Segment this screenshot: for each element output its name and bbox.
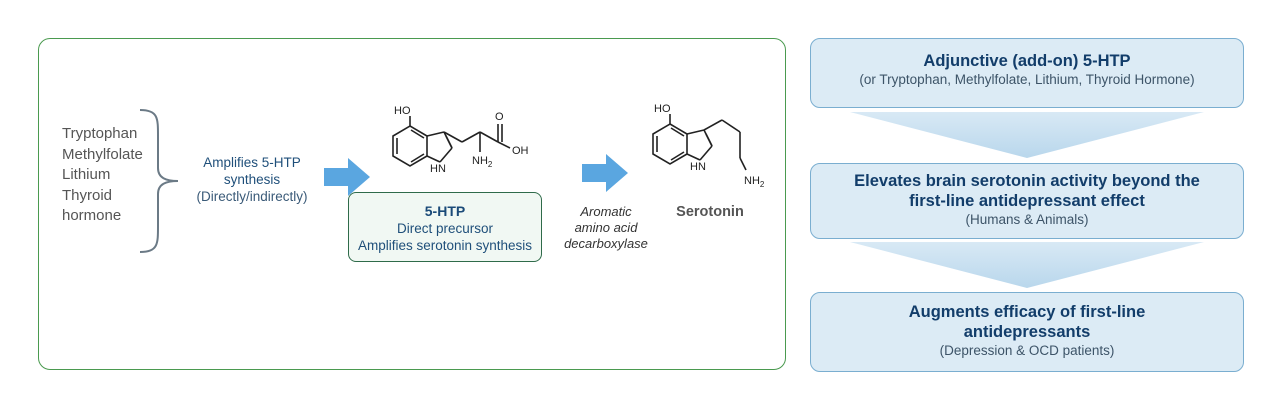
amplifies-line2: synthesis [223, 172, 281, 187]
ho-label: HO [654, 103, 671, 115]
precursor-list: Tryptophan Methylfolate Lithium Thyroid … [62, 124, 143, 227]
enzyme-label: Aromatic amino acid decarboxylase [560, 204, 652, 252]
5-htp-name: 5-HTP [424, 203, 466, 219]
oh-label: OH [512, 145, 529, 157]
nh2-label: NH2 [472, 155, 493, 169]
amplifies-text: Amplifies 5-HTP synthesis (Directly/indi… [176, 154, 328, 205]
step-box-elevates: Elevates brain serotonin activity beyond… [810, 163, 1244, 239]
5-htp-structure: HO HN O OH NH2 [392, 105, 529, 175]
precursor-item: Tryptophan [62, 125, 138, 142]
step-heading: Adjunctive (add-on) 5-HTP [923, 52, 1131, 70]
o-label: O [495, 111, 504, 123]
nh2-label: NH2 [744, 175, 765, 189]
nh-label: HN [430, 163, 446, 175]
5-htp-line1: Direct precursor [396, 221, 494, 236]
step-heading-line2: first-line antidepressant effect [909, 192, 1145, 210]
enzyme-line: amino acid [574, 220, 638, 235]
serotonin-structure: HO HN NH2 [652, 103, 765, 189]
curly-brace-icon [139, 109, 179, 253]
precursor-item: Thyroid [62, 186, 113, 204]
nh-label: HN [690, 161, 706, 173]
step-subtext: (Humans & Animals) [965, 212, 1089, 227]
right-arrow-icon [324, 158, 370, 196]
step-box-augments: Augments efficacy of first-line antidepr… [810, 292, 1244, 372]
nh2-label-main: NH [472, 155, 488, 167]
mechanism-panel [38, 38, 786, 370]
step-heading-line1: Elevates brain serotonin activity beyond… [854, 172, 1200, 190]
amplifies-line3: (Directly/indirectly) [196, 189, 308, 204]
amplifies-line1: Amplifies 5-HTP [203, 155, 301, 170]
enzyme-line: decarboxylase [564, 236, 648, 251]
step-subtext: (or Tryptophan, Methylfolate, Lithium, T… [859, 72, 1195, 87]
step-box-adjunctive: Adjunctive (add-on) 5-HTP (or Tryptophan… [810, 38, 1244, 108]
5-htp-line2: Amplifies serotonin synthesis [357, 238, 533, 253]
5-htp-box: 5-HTP Direct precursor Amplifies seroton… [348, 192, 542, 262]
down-chevron-icon [850, 112, 1204, 158]
precursor-item: Methylfolate [62, 145, 143, 163]
step-subtext: (Depression & OCD patients) [939, 343, 1115, 358]
nh2-label-sub: 2 [760, 180, 765, 189]
step-heading-line1: Augments efficacy of first-line [908, 303, 1146, 321]
down-chevron-icon [850, 242, 1204, 288]
precursor-item: hormone [62, 207, 122, 224]
nh2-label-main: NH [744, 175, 760, 187]
right-arrow-icon [582, 154, 628, 192]
ho-label: HO [394, 105, 411, 117]
nh2-label-sub: 2 [488, 160, 493, 169]
enzyme-line: Aromatic [580, 204, 632, 219]
step-heading-line2: antidepressants [963, 323, 1091, 341]
precursor-item: Lithium [62, 166, 111, 183]
serotonin-label: Serotonin [676, 204, 744, 220]
